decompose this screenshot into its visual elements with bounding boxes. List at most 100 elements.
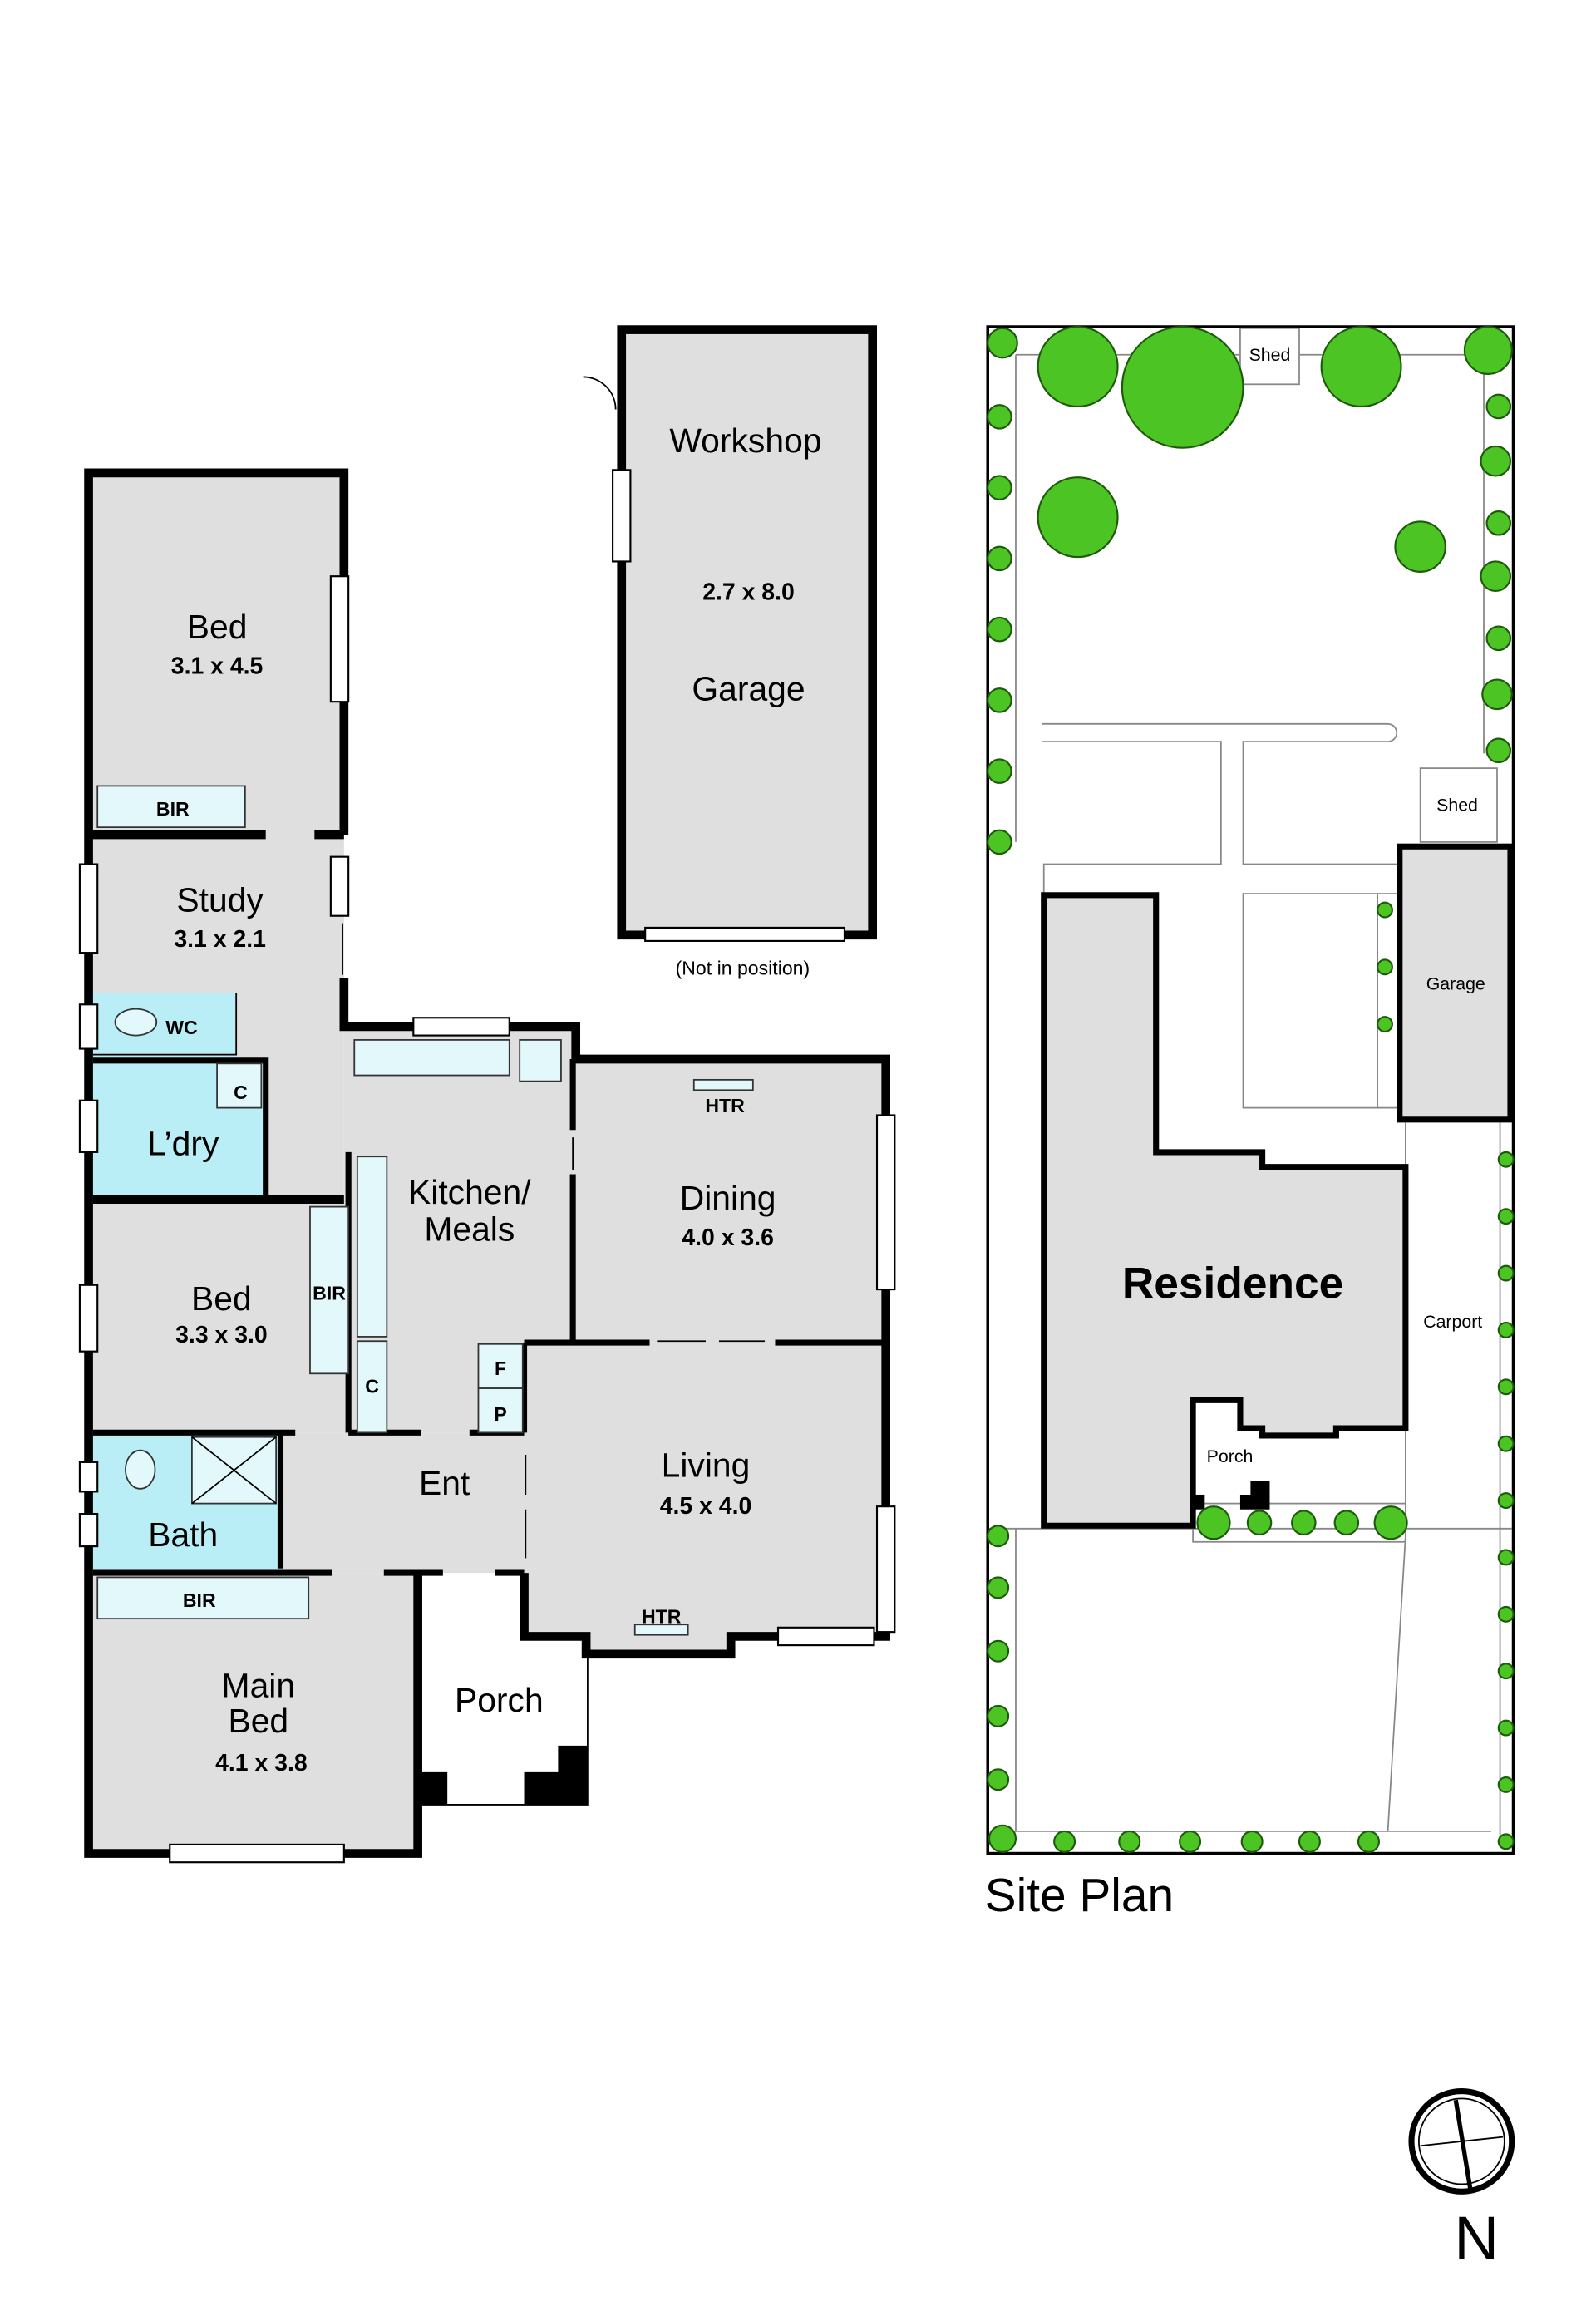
heater-icon (692, 1078, 754, 1091)
tree-icon (987, 1576, 1010, 1599)
room-main-bed (88, 1573, 418, 1854)
tree-icon (987, 404, 1012, 430)
room-wc (92, 993, 237, 1058)
tree-icon (1179, 1830, 1202, 1853)
tree-icon (1497, 1719, 1515, 1737)
heater-label: HTR (705, 1095, 745, 1116)
laundry-cupboard (216, 1062, 263, 1109)
workshop-garage: Workshop 2.7 x 8.0 Garage (Not in positi… (583, 325, 878, 979)
window (776, 1626, 875, 1647)
garage-label: Garage (1426, 974, 1485, 994)
tree-icon (1394, 520, 1446, 573)
room-label: Kitchen/ (408, 1173, 531, 1211)
tree-icon (1373, 1505, 1408, 1540)
tree-icon (987, 327, 1018, 359)
room-entry (280, 1432, 525, 1574)
tree-icon (1485, 393, 1512, 420)
shed-right (1419, 767, 1498, 843)
tree-icon (1497, 1264, 1515, 1282)
window (78, 1003, 99, 1050)
house-floor-plan: Bed 3.1 x 4.5 BIR Study 3.1 x 2.1 WC L’d… (78, 468, 896, 1864)
tree-icon (1118, 1830, 1141, 1853)
kitchen-sink-icon (353, 1039, 510, 1077)
tree-icon (1053, 1830, 1076, 1853)
room-label: Dining (680, 1179, 776, 1217)
tree-icon (1480, 560, 1512, 593)
tree-icon (1497, 1321, 1515, 1338)
site-plan: Shed Shed Garage Residence Carport Porch… (985, 325, 1515, 1922)
window (78, 1512, 99, 1548)
tree-icon (1246, 1510, 1273, 1535)
room-dimensions: 4.0 x 3.6 (682, 1225, 774, 1251)
tree-icon (1497, 1208, 1515, 1225)
tree-icon (1480, 445, 1512, 477)
tree-icon (987, 1768, 1010, 1791)
window (78, 1461, 99, 1493)
tree-icon (987, 616, 1012, 643)
not-in-position-note: (Not in position) (676, 958, 810, 979)
tree-icon (1485, 510, 1512, 536)
tree-icon (1037, 325, 1119, 408)
tree-icon (987, 687, 1012, 713)
toilet-icon (114, 1008, 158, 1037)
north-compass: N (1408, 2087, 1515, 2273)
window (78, 1284, 99, 1353)
tree-icon (1497, 1378, 1515, 1396)
window (875, 1114, 896, 1291)
shower-icon (191, 1436, 278, 1505)
tree-icon (1485, 625, 1512, 652)
room-bed-2 (88, 1199, 352, 1433)
room-label: Bath (148, 1515, 218, 1554)
tree-icon (1497, 1492, 1515, 1510)
outbuilding-label: Workshop (669, 421, 821, 460)
window (412, 1017, 510, 1037)
site-residence (1041, 892, 1409, 1529)
tree-icon (1037, 476, 1119, 559)
tree-icon (1357, 1830, 1380, 1853)
tree-icon (1497, 1151, 1515, 1168)
tree-icon (1497, 1435, 1515, 1452)
trees (987, 325, 1515, 1853)
tree-icon (987, 758, 1012, 784)
tree-icon (1377, 958, 1393, 976)
tree-icon (1497, 1605, 1515, 1623)
tree-icon (1377, 901, 1393, 919)
tree-icon (987, 1704, 1010, 1727)
site-plan-title: Site Plan (985, 1870, 1174, 1922)
compass-icon (1408, 2087, 1515, 2195)
room-label: L’dry (147, 1124, 219, 1162)
shed-label: Shed (1436, 796, 1478, 816)
bir-label: BIR (313, 1283, 346, 1304)
room-dimensions: 4.1 x 3.8 (215, 1750, 308, 1776)
garage-door (644, 926, 846, 942)
room-dimensions: 3.1 x 2.1 (174, 926, 266, 953)
tree-icon (988, 1824, 1017, 1853)
window (612, 469, 632, 563)
built-in-robe (309, 1205, 350, 1375)
tree-icon (987, 1525, 1010, 1548)
fridge-label: F (495, 1358, 506, 1379)
tree-icon (987, 475, 1012, 500)
window (78, 863, 99, 954)
arrow-icons (342, 923, 766, 1559)
tree-icon (1196, 1505, 1231, 1540)
window (78, 1099, 99, 1153)
window (169, 1843, 345, 1864)
door-swing (583, 376, 617, 410)
cupboard-label: C (365, 1375, 379, 1397)
porch-structure (416, 1579, 589, 1806)
outbuilding-dimensions: 2.7 x 8.0 (702, 579, 795, 606)
tree-icon (1377, 1016, 1393, 1033)
room-label: Living (662, 1446, 751, 1485)
tree-icon (987, 1639, 1010, 1663)
cupboard (356, 1340, 388, 1434)
bir-label: BIR (156, 798, 190, 820)
room-dimensions: 3.3 x 3.0 (175, 1322, 268, 1348)
room-bed-1 (88, 472, 344, 835)
fridge-space (477, 1343, 524, 1389)
kitchen-bench (356, 1156, 388, 1338)
heater-icon (633, 1624, 689, 1636)
north-label: N (1454, 2203, 1499, 2273)
room-label: Study (176, 880, 264, 919)
room-label: Bed (191, 1279, 252, 1318)
